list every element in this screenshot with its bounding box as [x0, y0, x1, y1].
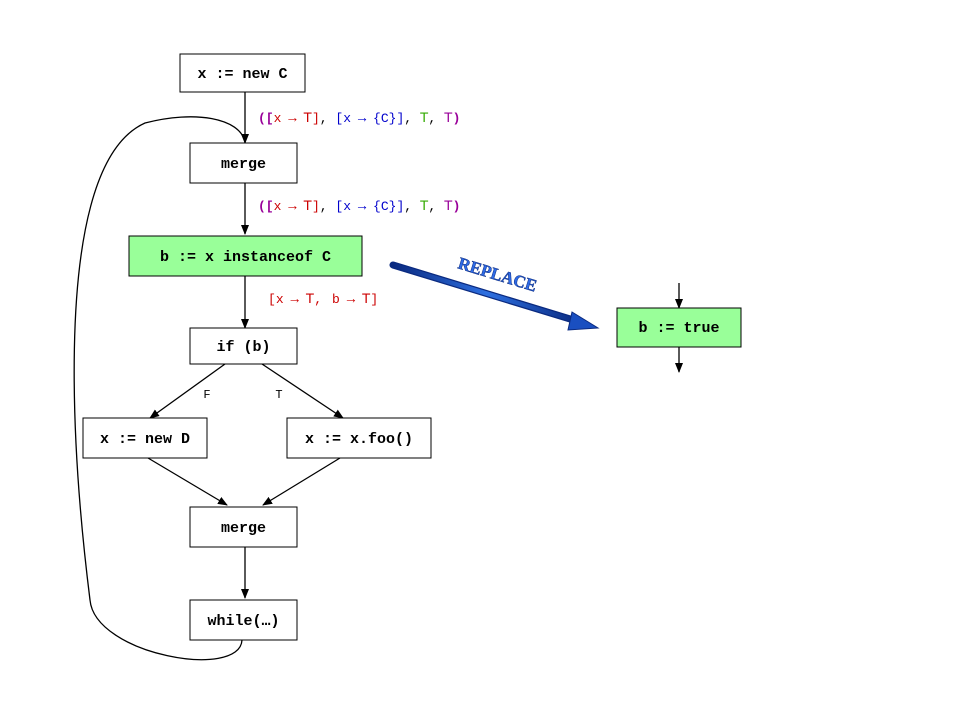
edge-foo-merge: [262, 457, 341, 506]
svg-text:x := new D: x := new D: [100, 431, 190, 448]
svg-text:while(…): while(…): [207, 613, 279, 630]
false-branch-label: F: [203, 388, 210, 402]
edge-if-true: [261, 363, 344, 419]
svg-text:x := new C: x := new C: [197, 66, 287, 83]
annotation-after-instanceof: [x→T,b→T]: [268, 290, 378, 307]
edge-newd-merge: [147, 457, 228, 506]
node-merge-top: merge: [189, 142, 298, 184]
true-branch-label: T: [275, 388, 282, 402]
svg-text:b := true: b := true: [638, 320, 719, 337]
node-new-d: x := new D: [82, 417, 208, 459]
svg-text:x := x.foo(): x := x.foo(): [305, 431, 413, 448]
node-b-true: b := true: [616, 307, 742, 348]
node-new-c: x := new C: [179, 53, 306, 93]
replace-arrow: [389, 261, 600, 331]
node-instanceof: b := x instanceof C: [128, 235, 363, 277]
annotation-after-new-c: ([x→T], [x→{C}], T, T): [258, 109, 460, 126]
annotation-after-merge: ([x→T], [x→{C}], T, T): [258, 197, 460, 214]
edge-loop-back: [73, 116, 246, 661]
node-if-b: if (b): [189, 327, 298, 365]
svg-text:merge: merge: [221, 156, 266, 173]
node-merge-bottom: merge: [189, 506, 298, 548]
node-while: while(…): [189, 599, 298, 641]
node-foo: x := x.foo(): [286, 417, 432, 459]
svg-text:b := x instanceof C: b := x instanceof C: [160, 249, 331, 266]
edge-if-false: [149, 363, 226, 419]
svg-text:merge: merge: [221, 520, 266, 537]
svg-text:if (b): if (b): [216, 339, 270, 356]
